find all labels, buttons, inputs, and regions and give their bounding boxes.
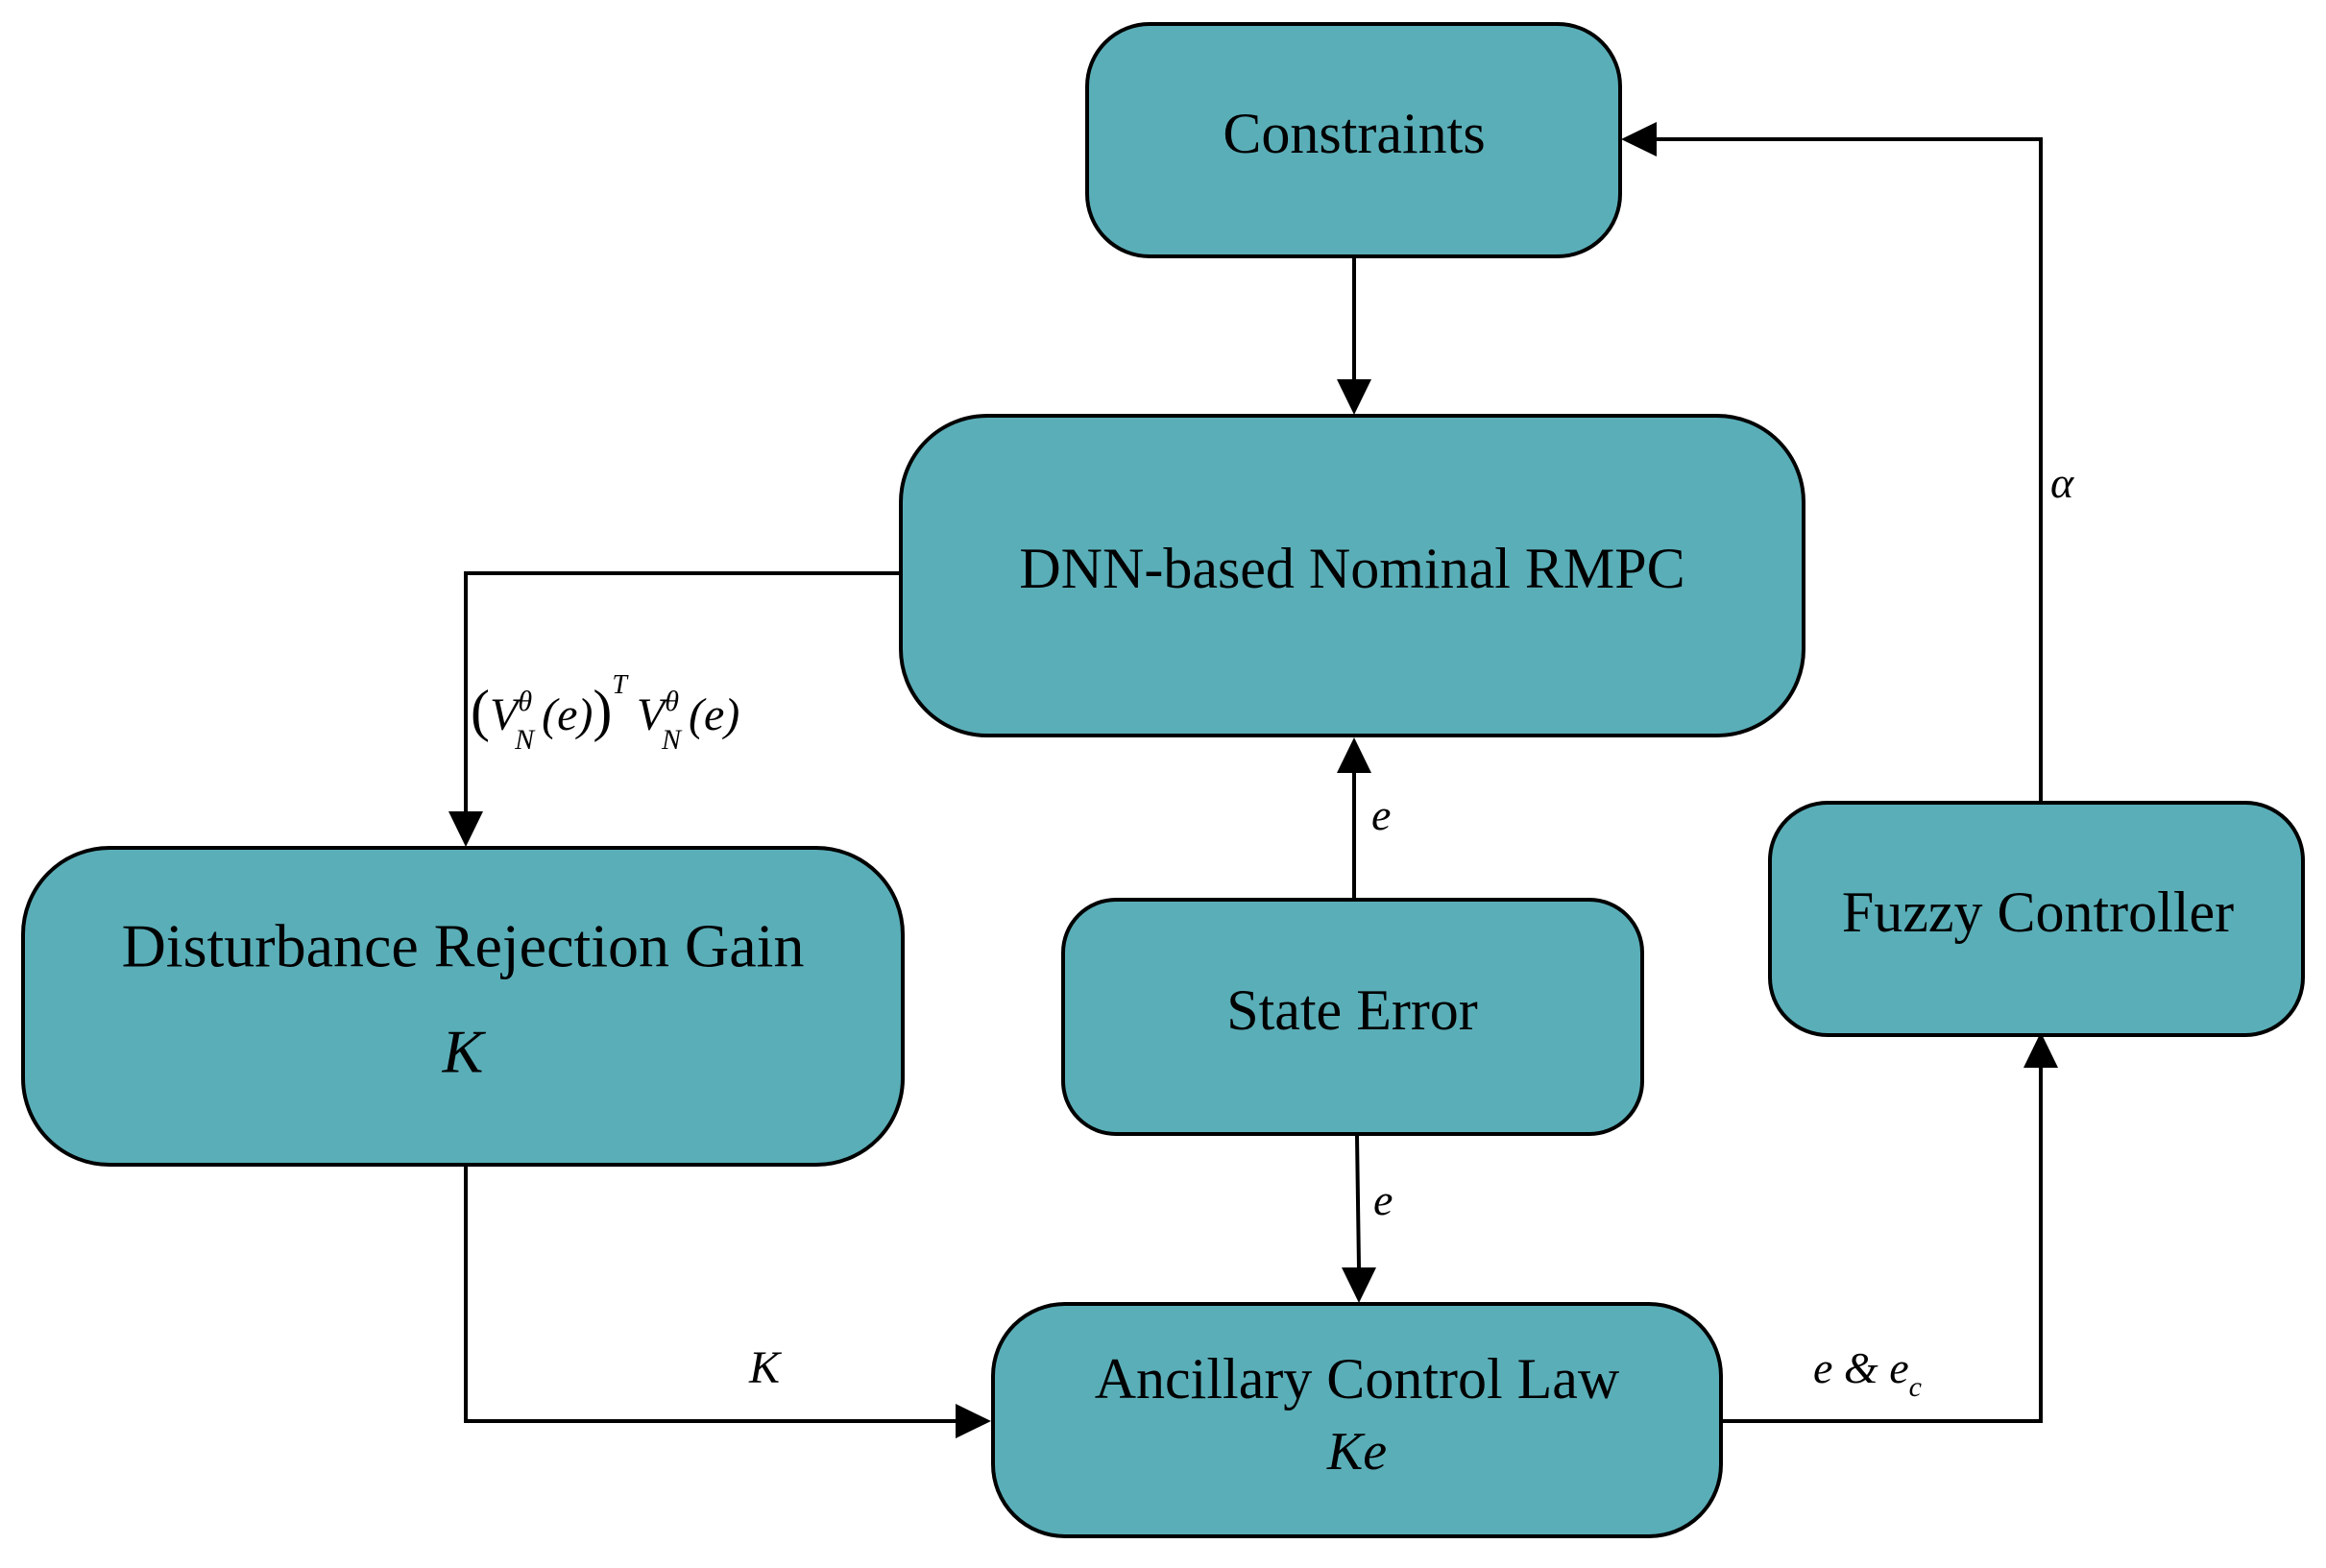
node-ancillary-law-label: Ancillary Control Law: [1095, 1347, 1620, 1411]
node-ancillary-law: Ancillary Control Law Ke: [991, 1302, 1723, 1538]
node-disturbance-gain-symbol: K: [442, 1018, 487, 1086]
edge-ancillary-to-fuzzy: e & ec: [1722, 1032, 2058, 1423]
edge-fuzzy-to-constraints: α: [1621, 122, 2074, 805]
edge-error-to-rmpc: e: [1337, 737, 1391, 898]
node-fuzzy-controller: Fuzzy Controller: [1768, 801, 2305, 1037]
edge-label-alpha: α: [2050, 458, 2074, 507]
node-disturbance-gain-label: Disturbance Rejection Gain: [122, 912, 805, 980]
node-nominal-rmpc: DNN-based Nominal RMPC: [899, 414, 1805, 737]
node-fuzzy-controller-label: Fuzzy Controller: [1842, 880, 2234, 944]
node-constraints: Constraints: [1085, 22, 1622, 258]
edge-constraints-to-rmpc: [1337, 256, 1371, 415]
node-disturbance-gain: Disturbance Rejection Gain K: [21, 846, 905, 1167]
node-state-error: State Error: [1061, 898, 1644, 1136]
edge-label-e-ec: e & ec: [1813, 1343, 1922, 1403]
edge-label-e-up: e: [1371, 790, 1391, 839]
edge-gain-to-ancillary: K: [464, 1167, 991, 1438]
node-ancillary-law-symbol: Ke: [1326, 1422, 1387, 1482]
node-constraints-label: Constraints: [1223, 102, 1485, 165]
node-nominal-rmpc-label: DNN-based Nominal RMPC: [1019, 537, 1684, 600]
edge-label-K: K: [748, 1342, 783, 1393]
node-state-error-label: State Error: [1226, 978, 1478, 1042]
edge-label-e-down: e: [1373, 1175, 1393, 1224]
edge-error-to-ancillary: e: [1342, 1135, 1393, 1303]
